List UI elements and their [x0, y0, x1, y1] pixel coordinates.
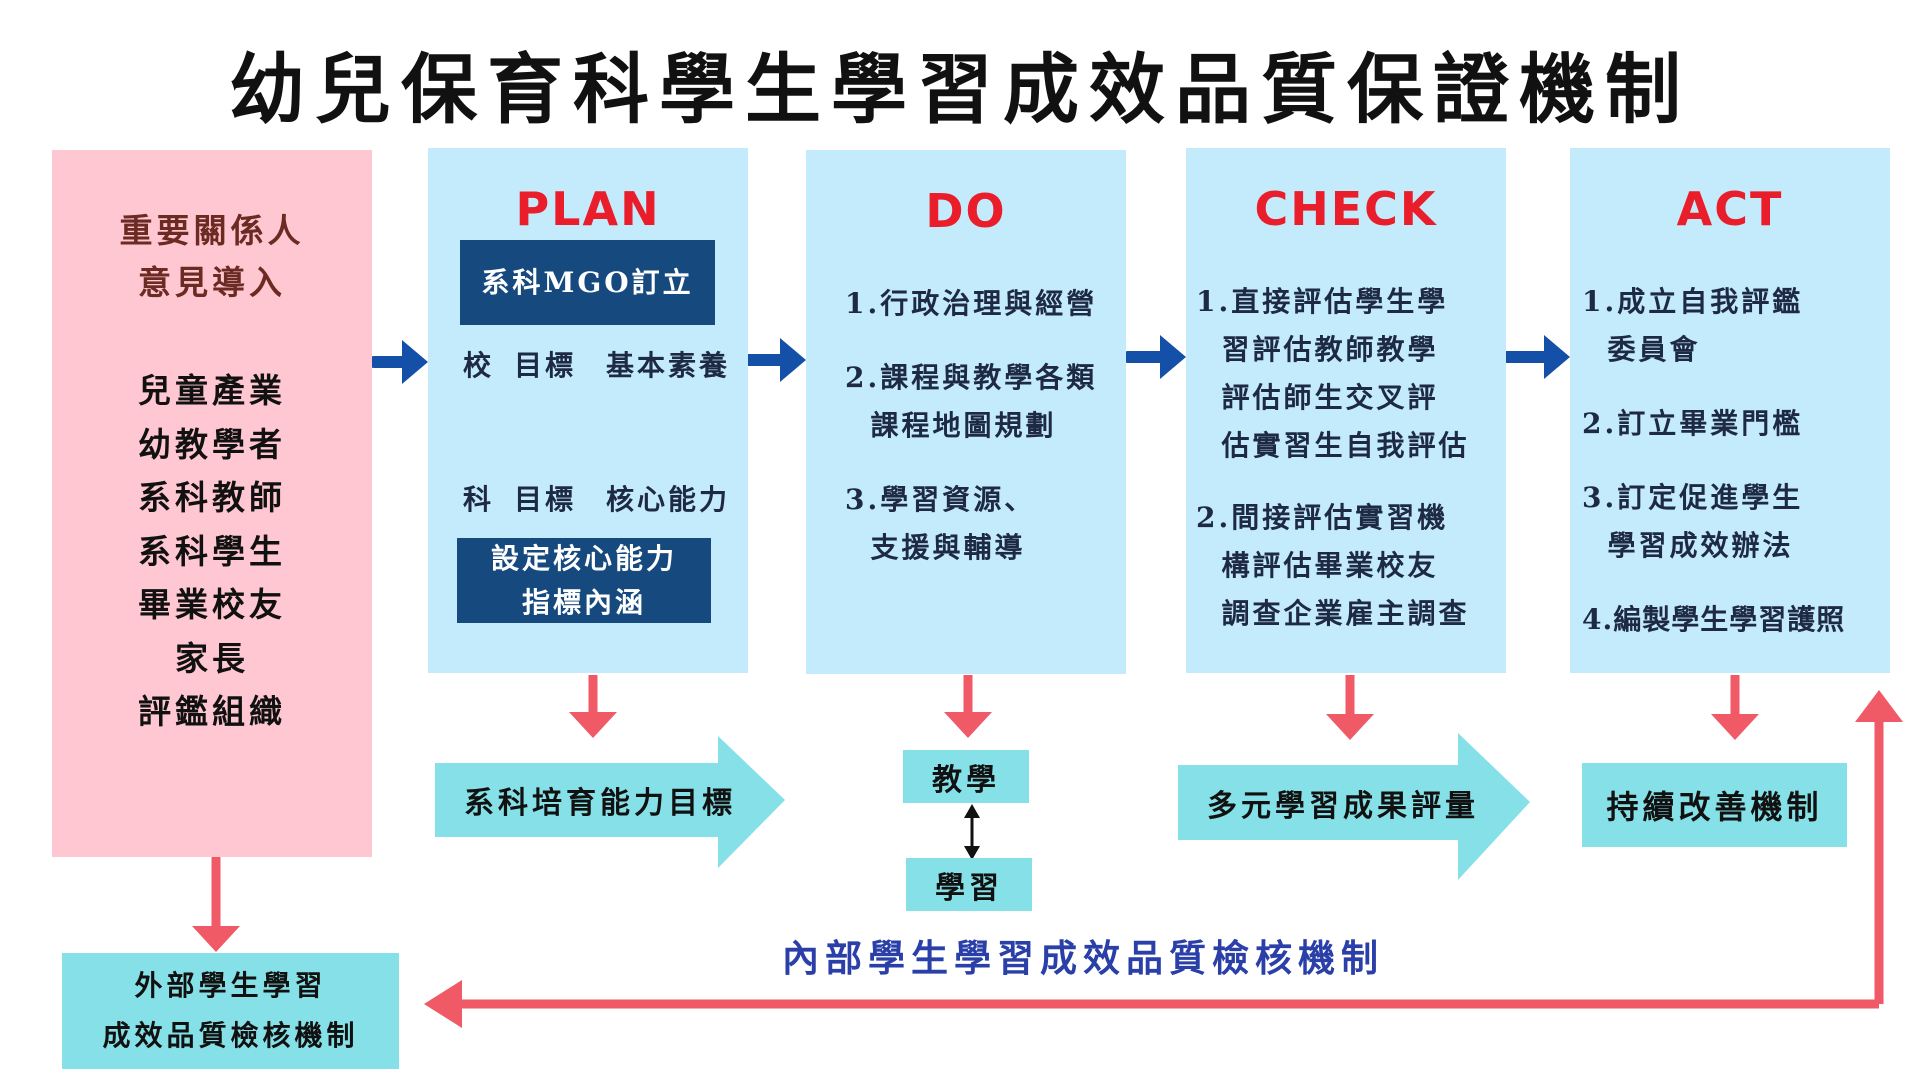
stakeholder-item: 家長 — [175, 638, 249, 678]
check-panel — [1186, 148, 1506, 673]
stakeholder-heading-line: 意見導入 — [138, 263, 286, 302]
external-mechanism-line: 外部學生學習 — [134, 969, 327, 1002]
external-mechanism-box: 外部學生學習 成效品質檢核機制 — [62, 953, 399, 1069]
arrow-down-icon — [944, 712, 992, 738]
check-outcome-label: 多元學習成果評量 — [1207, 788, 1479, 824]
chevron-arrow-icon — [1178, 733, 1530, 880]
plan-label-goal-bottom: 目標 — [514, 483, 577, 516]
do-title: DO — [925, 184, 1007, 238]
arrow-right-icon — [1544, 335, 1570, 379]
act-item: 3.訂定促進學生 — [1582, 481, 1804, 514]
arrow-down-icon — [1326, 714, 1374, 740]
stakeholder-item: 評鑑組織 — [138, 692, 286, 731]
stakeholder-item: 系科教師 — [138, 478, 286, 517]
arrow-right-icon — [402, 340, 428, 384]
act-outcome-box: 持續改善機制 — [1582, 763, 1847, 847]
double-arrow-icon — [964, 846, 980, 860]
plan-label-school: 校 — [463, 349, 495, 382]
plan-title: PLAN — [515, 182, 661, 236]
arrow-down-icon — [569, 712, 617, 738]
act-item: 委員會 — [1582, 333, 1701, 366]
do-learn-box: 學習 — [906, 858, 1032, 911]
chevron-arrow-icon — [435, 736, 785, 868]
stakeholder-item: 兒童產業 — [138, 371, 286, 410]
plan-outcome-label: 系科培育能力目標 — [464, 786, 736, 821]
plan-core-box-line: 指標內涵 — [521, 585, 646, 619]
check-item: 構評估畢業校友 — [1196, 549, 1439, 582]
double-arrow-icon — [964, 804, 980, 818]
stakeholder-item: 畢業校友 — [138, 585, 286, 624]
act-item: 4.編製學生學習護照 — [1582, 603, 1846, 636]
plan-mgo-box: 系科MGO訂立 — [460, 240, 715, 325]
do-item: 1.行政治理與經營 — [845, 287, 1098, 320]
check-item: 估實習生自我評估 — [1196, 429, 1470, 462]
do-item: 課程地圖規劃 — [845, 409, 1057, 442]
plan-label-core-competence: 核心能力 — [606, 483, 731, 516]
act-panel — [1570, 148, 1890, 673]
plan-label-dept: 科 — [463, 483, 495, 516]
arrow-right-icon — [1160, 335, 1186, 379]
check-item: 1.直接評估學生學 — [1196, 285, 1449, 318]
stakeholder-item: 系科學生 — [138, 531, 286, 571]
check-item: 調查企業雇主調查 — [1196, 597, 1470, 630]
act-item: 學習成效辦法 — [1582, 529, 1794, 562]
do-teach-box: 教學 — [903, 750, 1029, 803]
check-title: CHECK — [1254, 182, 1438, 236]
act-item: 2.訂立畢業門檻 — [1582, 407, 1804, 440]
stakeholder-item: 幼教學者 — [138, 424, 286, 464]
check-item: 2.間接評估實習機 — [1196, 501, 1449, 534]
external-mechanism-line: 成效品質檢核機制 — [102, 1019, 359, 1052]
arrow-down-icon — [1855, 690, 1903, 722]
plan-core-box: 設定核心能力 指標內涵 — [457, 538, 711, 623]
internal-mechanism-caption: 內部學生學習成效品質檢核機制 — [782, 936, 1384, 980]
stakeholder-list: 兒童產業 幼教學者 系科教師 系科學生 畢業校友 家長 評鑑組織 — [52, 364, 372, 739]
act-item: 1.成立自我評鑑 — [1582, 285, 1804, 318]
arrow-down-icon — [192, 926, 240, 952]
do-item: 3.學習資源、 — [845, 483, 1036, 516]
act-title: ACT — [1676, 182, 1784, 236]
arrow-right-icon — [780, 338, 806, 382]
plan-core-box-line: 設定核心能力 — [490, 541, 677, 575]
do-item: 2.課程與教學各類 — [845, 361, 1098, 394]
do-item: 支援與輔導 — [845, 531, 1026, 564]
do-panel — [806, 150, 1126, 674]
check-item: 評估師生交叉評 — [1196, 381, 1439, 414]
stakeholder-heading-line: 重要關係人 — [119, 211, 305, 250]
page-title: 幼兒保育科學生學習成效品質保證機制 — [229, 45, 1691, 134]
check-item: 習評估教師教學 — [1196, 333, 1439, 366]
plan-label-goal-top: 目標 — [514, 349, 577, 382]
plan-label-basic-literacy: 基本素養 — [606, 349, 731, 382]
arrow-down-icon — [1711, 714, 1759, 740]
arrow-right-icon — [424, 980, 462, 1028]
stakeholder-panel — [52, 150, 372, 857]
stakeholder-heading: 重要關係人 意見導入 — [52, 205, 372, 309]
